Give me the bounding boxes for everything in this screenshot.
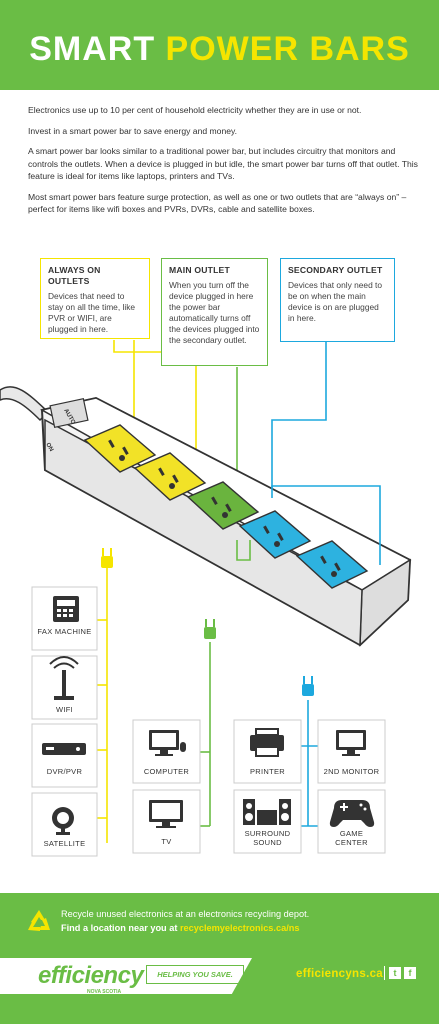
satellite-dish-icon — [52, 807, 74, 835]
intro-p1: Electronics use up to 10 per cent of hou… — [28, 105, 362, 115]
page-title: SMART POWER BARS — [0, 30, 439, 69]
speaker-icon — [243, 799, 291, 825]
computer-label: COMPUTER — [143, 767, 190, 776]
fax-icon — [53, 596, 79, 622]
tv-label: TV — [161, 837, 172, 846]
dvr-card — [31, 723, 98, 788]
always-on-text: Devices that need to stay on all the tim… — [48, 291, 136, 334]
printer-label: PRINTER — [249, 767, 286, 776]
power-bar: AUTO ON — [0, 386, 412, 647]
find-location-prefix: Find a location near you at — [61, 923, 180, 933]
surround-label: SURROUND SOUND — [244, 829, 291, 847]
recycle-icon — [28, 910, 50, 931]
yellow-plug-icon — [101, 548, 113, 568]
always-connector-2 — [113, 340, 197, 452]
main-outlet-title: MAIN OUTLET — [169, 265, 230, 275]
logo-banner — [0, 958, 252, 994]
intro-p2: Invest in a smart power bar to save ener… — [28, 125, 238, 136]
wifi-icon — [49, 656, 79, 700]
logo-subtitle: NOVA SCOTIA — [87, 989, 122, 995]
diagram-svg: AUTO ON — [0, 340, 412, 857]
title-yellow: POWER BARS — [165, 30, 410, 68]
monitor-label: 2ND MONITOR — [323, 767, 380, 776]
recycle-message: Recycle unused electronics at an electro… — [61, 909, 310, 919]
divider — [384, 966, 385, 980]
game-label: GAME CENTER — [335, 829, 368, 847]
intro-p3: A smart power bar looks similar to a tra… — [28, 146, 418, 181]
find-location-text: Find a location near you at recyclemyele… — [61, 923, 299, 933]
title-white: SMART — [29, 30, 166, 68]
secondary-connector — [271, 342, 327, 498]
twitter-icon[interactable]: t — [389, 967, 401, 979]
dvr-icon — [42, 743, 86, 755]
intro-text: Electronics use up to 10 per cent of hou… — [28, 104, 418, 224]
wifi-label: WIFI — [55, 705, 74, 714]
game-controller-icon — [329, 800, 375, 827]
switch-label-on: ON — [44, 442, 54, 453]
main-outlet-text: When you turn off the device plugged in … — [169, 280, 260, 345]
monitor-icon — [336, 730, 366, 756]
green-main-feed — [236, 540, 251, 561]
blue-plug-icon — [302, 676, 314, 696]
printer-icon — [250, 728, 284, 757]
main-outlet-box: MAIN OUTLET When you turn off the device… — [161, 258, 268, 366]
blue-outlet-feed — [271, 485, 381, 565]
secondary-outlet-text: Devices that only need to be on when the… — [288, 280, 383, 323]
computer-icon — [149, 730, 186, 756]
facebook-icon[interactable]: f — [404, 967, 416, 979]
tv-icon — [149, 800, 183, 828]
recycle-link[interactable]: recyclemyelectronics.ca/ns — [179, 923, 300, 933]
dvr-label: DVR/PVR — [46, 767, 83, 776]
satellite-label: SATELLITE — [43, 839, 86, 848]
secondary-outlet-title: SECONDARY OUTLET — [288, 265, 383, 275]
always-on-title: ALWAYS ON OUTLETS — [48, 265, 101, 286]
secondary-outlet-box: SECONDARY OUTLET Devices that only need … — [280, 258, 395, 342]
intro-p4: Most smart power bars feature surge prot… — [28, 191, 407, 215]
always-on-box: ALWAYS ON OUTLETS Devices that need to s… — [40, 258, 150, 339]
fax-label: FAX MACHINE — [37, 627, 92, 636]
green-plug-icon — [204, 619, 216, 639]
efficiency-logo: efficiency — [38, 962, 144, 989]
header-banner — [0, 0, 439, 90]
tagline: HELPING YOU SAVE. — [146, 965, 244, 984]
website-link[interactable]: efficiencyns.ca — [296, 968, 383, 980]
